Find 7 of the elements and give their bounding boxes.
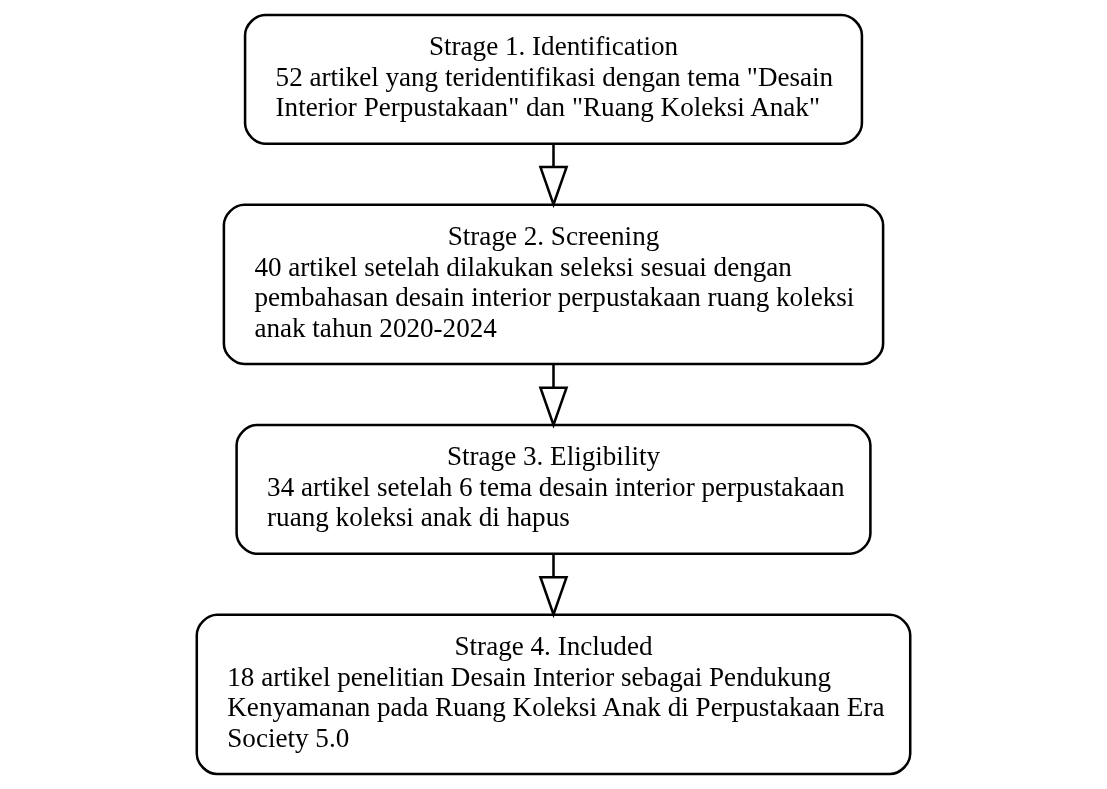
node-box: Strage 3. Eligibility 34 artikel setelah 6 tema desain interior perpustakaan ruang koleksi anak di hapus xyxy=(235,423,872,556)
arrow xyxy=(538,553,569,619)
node-box: Strage 2. Screening 40 artikel setelah dilakukan seleksi sesuai dengan pembahasan desain interior perpustakaan ruang koleksi anak tahun 2020-2024 xyxy=(222,203,885,366)
arrow xyxy=(538,143,569,209)
node-box: Strage 4. Included 18 artikel penelitian Desain Interior sebagai Pendukung Kenyamanan pada Ruang Koleksi Anak di Perpustakaan Era Society 5.0 xyxy=(195,613,912,776)
arrow xyxy=(538,364,569,429)
node-box: Strage 1. Identification 52 artikel yang teridentifikasi dengan tema "Desain Interior Perpustakaan" dan "Ruang Koleksi Anak" xyxy=(243,13,864,145)
